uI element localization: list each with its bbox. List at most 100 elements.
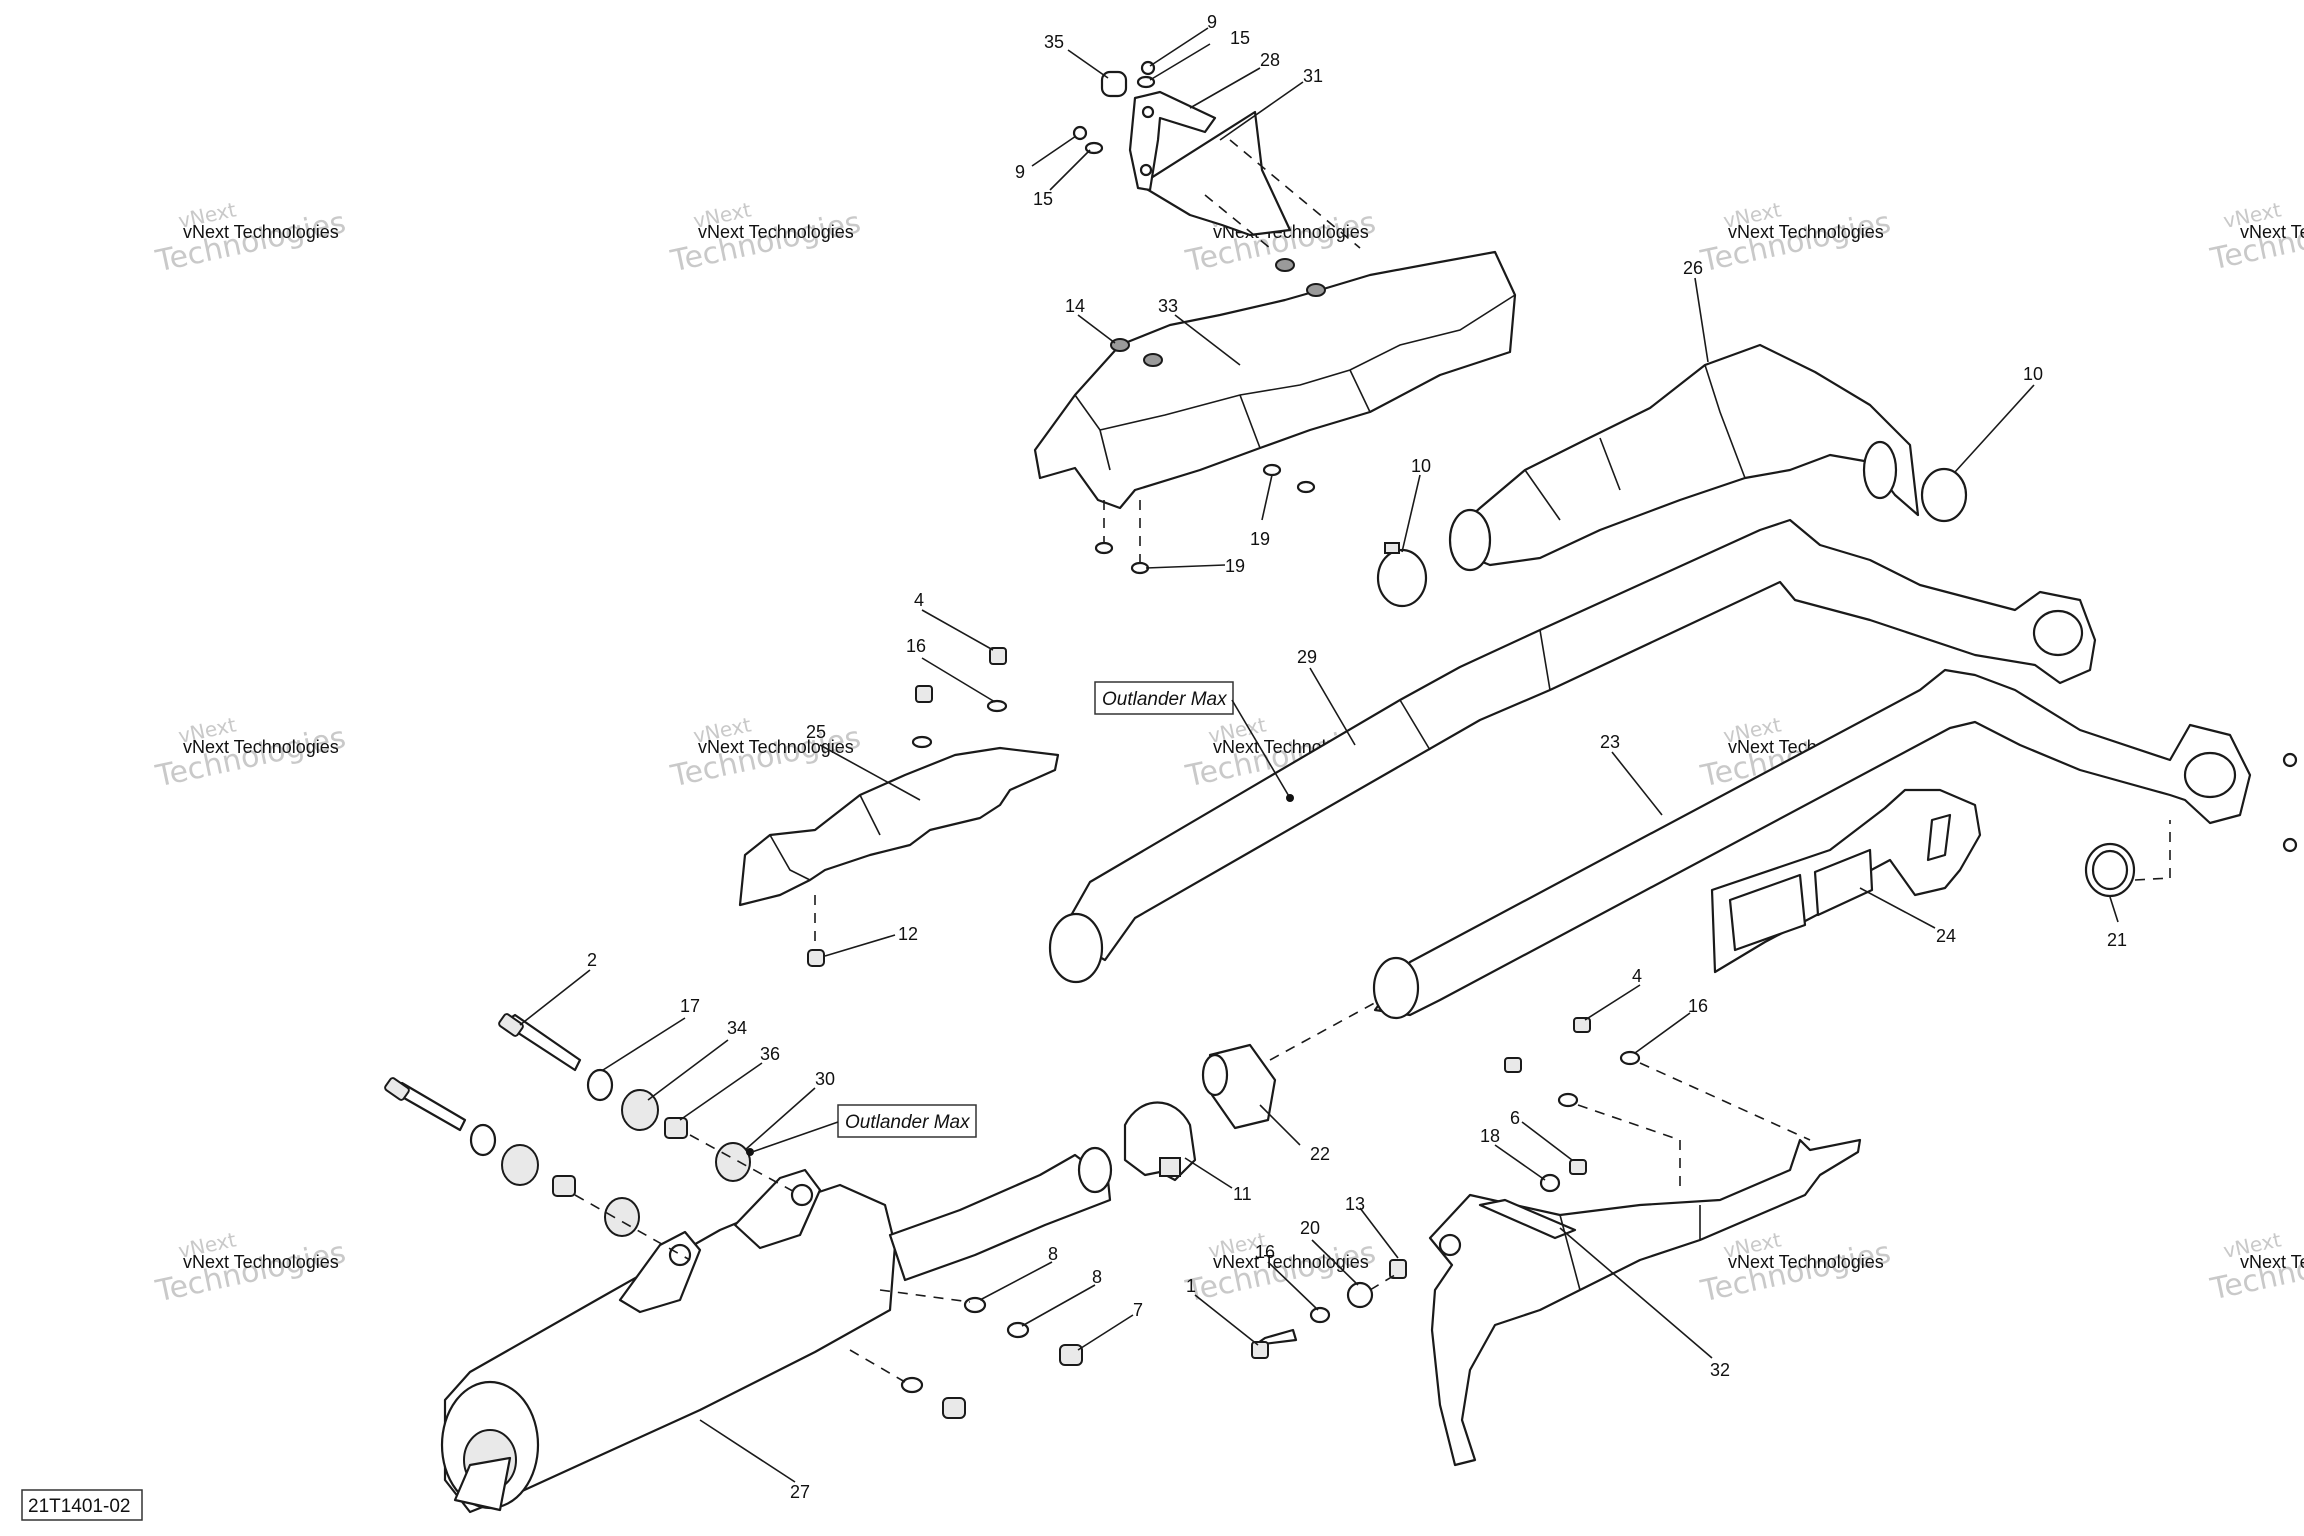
washer-19: [1262, 463, 1282, 477]
watermark-text: vNext Technologies: [183, 222, 339, 242]
heat-shield-31: [1138, 110, 1292, 237]
leader-9b: [1031, 135, 1077, 167]
watermark-text: vNext Technologies: [1213, 1252, 1369, 1272]
leader-23: [1611, 751, 1663, 816]
nut-7: [942, 1397, 966, 1419]
washer-8: [900, 1376, 924, 1394]
rear-muffler-27-assembly: [440, 1146, 1113, 1514]
callout-24: 24: [1936, 926, 1956, 946]
leader-7: [1077, 1314, 1134, 1351]
leader-6: [1521, 1121, 1573, 1161]
front-muffler-26-assembly: [1376, 343, 1968, 608]
pipe-23: [1373, 668, 2252, 1017]
pipe-23-assembly: [1372, 668, 2298, 1020]
heat-shield-25-assembly: [738, 647, 1060, 967]
assembly-line: [1204, 194, 1271, 249]
callout-10: 10: [1411, 456, 1431, 476]
watermark-text: vNext Technologies: [698, 222, 854, 242]
rivet-14: [1143, 353, 1163, 367]
leader-13: [1359, 1207, 1399, 1259]
callout-7: 7: [1133, 1300, 1143, 1320]
bolt-4: [1504, 1057, 1522, 1073]
callout-22: 22: [1310, 1144, 1330, 1164]
leader-10b: [1401, 474, 1421, 553]
assembly-line: [1369, 1274, 1396, 1291]
assembly-line: [1269, 999, 1381, 1061]
callout-31: 31: [1303, 66, 1323, 86]
leader-10: [1954, 384, 2035, 473]
washer-19: [1094, 541, 1114, 555]
note-box: [1094, 681, 1234, 715]
note-leader: [1231, 699, 1291, 799]
shield-crease: [769, 834, 811, 881]
leader-25: [819, 744, 921, 801]
note-label: Outlander Max: [845, 1112, 971, 1133]
callout-18: 18: [1480, 1126, 1500, 1146]
leader-11: [1184, 1157, 1233, 1189]
muffler-seam: [1599, 437, 1621, 491]
muffler-inlet-end: [1077, 1146, 1113, 1194]
assembly-line: [2134, 877, 2171, 881]
callout-14: 14: [1065, 296, 1085, 316]
callout-16: 16: [1688, 996, 1708, 1016]
grommet-30: [604, 1197, 640, 1237]
shield-window: [1926, 813, 1952, 862]
note-leader: [751, 1121, 839, 1153]
callout-26: 26: [1683, 258, 1703, 278]
callout-4: 4: [914, 590, 924, 610]
rivet-14: [1110, 338, 1130, 352]
bolt-4: [915, 685, 933, 703]
leader-15: [1149, 43, 1211, 81]
leader-16b: [1267, 1261, 1319, 1311]
bolt-2-head: [498, 1013, 524, 1037]
assembly-line: [849, 1349, 906, 1383]
muffler-inlet-pipe: [888, 1153, 1112, 1282]
bracket-hole: [790, 1183, 814, 1207]
nut-6: [1569, 1159, 1587, 1175]
leader-17: [602, 1017, 686, 1071]
callout-leaders: [519, 27, 2119, 1483]
callout-9: 9: [1207, 12, 1217, 32]
assembly-line: [879, 1289, 971, 1303]
leader-18: [1494, 1144, 1546, 1181]
washer-17: [586, 1068, 614, 1102]
leader-26: [1694, 277, 1709, 363]
callout-21: 21: [2107, 930, 2127, 950]
leader-8: [979, 1261, 1053, 1301]
washer-16: [986, 699, 1008, 713]
clamp-sleeve-assembly: [1123, 999, 1381, 1182]
leader-33: [1174, 314, 1241, 366]
callout-8: 8: [1092, 1267, 1102, 1287]
pipe-29-outlet: [1048, 912, 1104, 984]
leader-12: [824, 934, 896, 957]
leader-31: [1219, 81, 1304, 141]
washer-16: [1557, 1092, 1579, 1108]
watermark-text: vNext Technologies: [1728, 1252, 1884, 1272]
leader-32: [1559, 1227, 1713, 1359]
leader-4b: [1584, 984, 1641, 1021]
heat-shield-32-assembly: [1389, 1017, 1862, 1467]
muffler-inlet: [1862, 440, 1898, 500]
pipe-29-assembly: [1048, 518, 2097, 984]
note-outlander-max-upper: Outlander Max: [1094, 681, 1294, 802]
callout-1: 1: [1186, 1276, 1196, 1296]
callout-11: 11: [1233, 1184, 1252, 1204]
leader-2: [519, 969, 591, 1026]
leader-30: [744, 1087, 816, 1151]
shield-slot: [1478, 1198, 1577, 1240]
washer-19: [1296, 480, 1316, 494]
washer-16: [1309, 1306, 1331, 1324]
muffler-outlet: [1448, 508, 1492, 572]
callout-numbers: 35 9 15 28 31 9 15 14 33 19 19 26 10 10 …: [587, 12, 2127, 1502]
callout-36: 36: [760, 1044, 780, 1064]
flange-29: [2032, 609, 2084, 657]
leader-16c: [1634, 1012, 1691, 1054]
watermark-text: vNext Technologies: [2240, 1252, 2304, 1272]
spacer-13: [1389, 1259, 1407, 1279]
shield-window: [1813, 848, 1874, 917]
heat-shield-33-assembly: [1033, 250, 1517, 575]
washer-8: [963, 1296, 987, 1314]
sleeve-36: [664, 1117, 688, 1139]
assembly-line: [574, 1194, 691, 1261]
leader-1: [1194, 1294, 1259, 1346]
